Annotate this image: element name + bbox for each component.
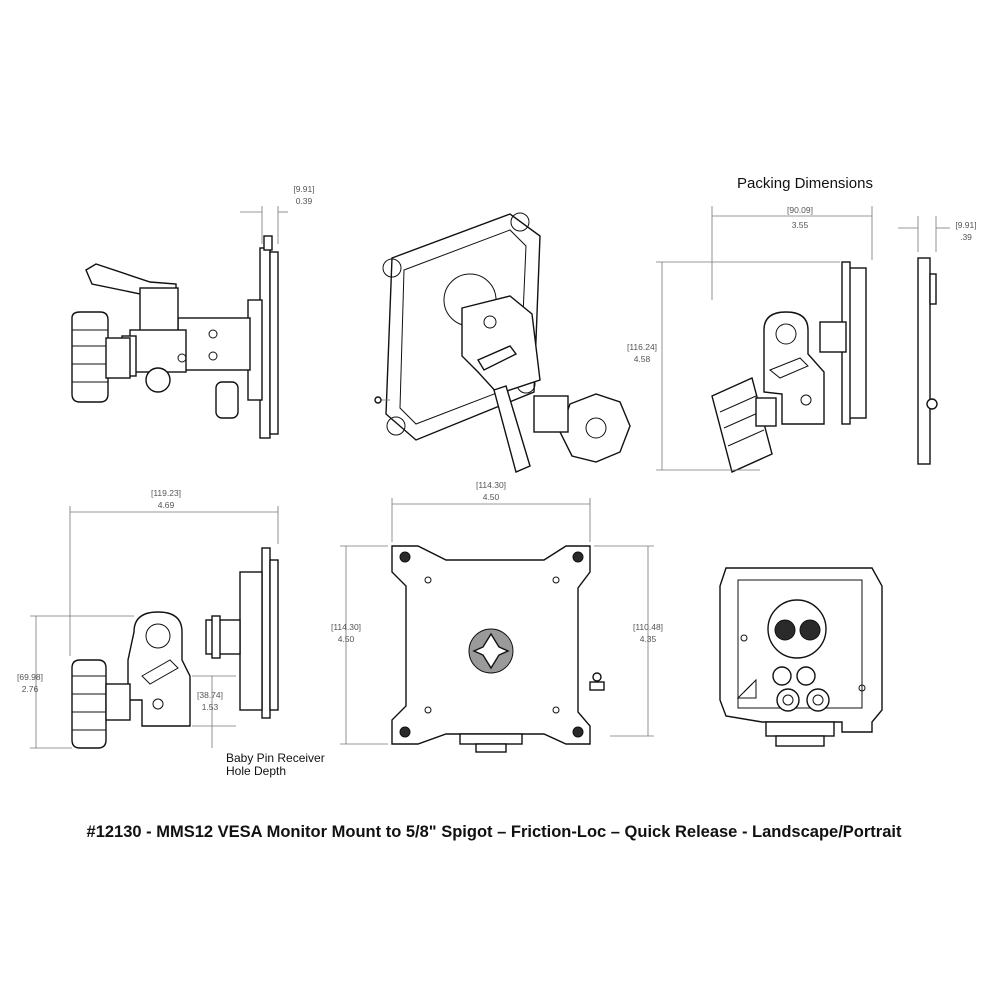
dim-plate-width-in: 4.50 — [483, 492, 500, 502]
dim-pin-depth-mm: [38.74] — [197, 690, 223, 700]
dim-plate-height-mm: [114.30] — [331, 622, 361, 632]
front-view-vesa-plate: [114.30] 4.50 [114.30] 4.50 [110.48] 4.3… — [331, 480, 663, 753]
dim-top-left-thickness-in: 0.39 — [296, 196, 313, 206]
packing-view-main: [90.09] 3.55 [116.24] 4.58 — [627, 205, 873, 473]
baby-pin-note-line1: Baby Pin Receiver — [226, 751, 325, 765]
dim-packing-depth-mm: [9.91] — [955, 220, 976, 230]
dim-spigot-height-mm: [69.98] — [17, 672, 43, 682]
packing-view-side: [9.91] .39 — [898, 216, 977, 465]
dim-pin-depth-in: 1.53 — [202, 702, 219, 712]
baby-pin-note-line2: Hole Depth — [226, 764, 286, 778]
dim-side-depth-in: 4.69 — [158, 500, 175, 510]
side-view-bottom-left: [119.23] 4.69 [69.98] 2.76 [38.74] 1.53 … — [17, 488, 325, 778]
dim-packing-width-in: 3.55 — [792, 220, 809, 230]
dim-top-left-thickness-mm: [9.91] — [293, 184, 314, 194]
dim-packing-height-in: 4.58 — [634, 354, 651, 364]
dim-plate-width-mm: [114.30] — [476, 480, 506, 490]
dim-spigot-height-in: 2.76 — [22, 684, 39, 694]
dim-plate-height-right-mm: [110.48] — [633, 622, 663, 632]
dim-packing-height-mm: [116.24] — [627, 342, 657, 352]
drawing-title: #12130 - MMS12 VESA Monitor Mount to 5/8… — [87, 823, 902, 841]
dim-packing-depth-in: .39 — [960, 232, 972, 242]
dim-side-depth-mm: [119.23] — [151, 488, 181, 498]
side-view-top-left: [9.91] 0.39 — [71, 184, 315, 439]
packing-dimensions-heading: Packing Dimensions — [737, 175, 873, 192]
isometric-view — [374, 212, 631, 473]
dim-plate-height-in: 4.50 — [338, 634, 355, 644]
dim-packing-width-mm: [90.09] — [787, 205, 813, 215]
rear-view — [719, 567, 883, 747]
dim-plate-height-right-in: 4.35 — [640, 634, 657, 644]
